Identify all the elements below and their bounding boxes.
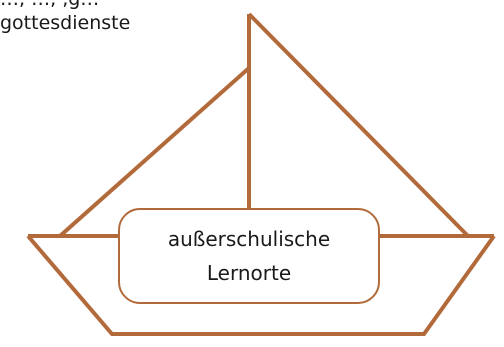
boat-sail-right <box>249 14 468 236</box>
center-label: außerschulische Lernorte <box>118 222 380 290</box>
center-label-line-2: Lernorte <box>118 256 380 290</box>
corner-text-line-1: …, …, ‚g… <box>0 0 99 11</box>
center-label-line-1: außerschulische <box>118 222 380 256</box>
corner-text: …, …, ‚g… gottesdienste <box>0 0 200 48</box>
corner-text-line-2: gottesdienste <box>0 11 130 35</box>
